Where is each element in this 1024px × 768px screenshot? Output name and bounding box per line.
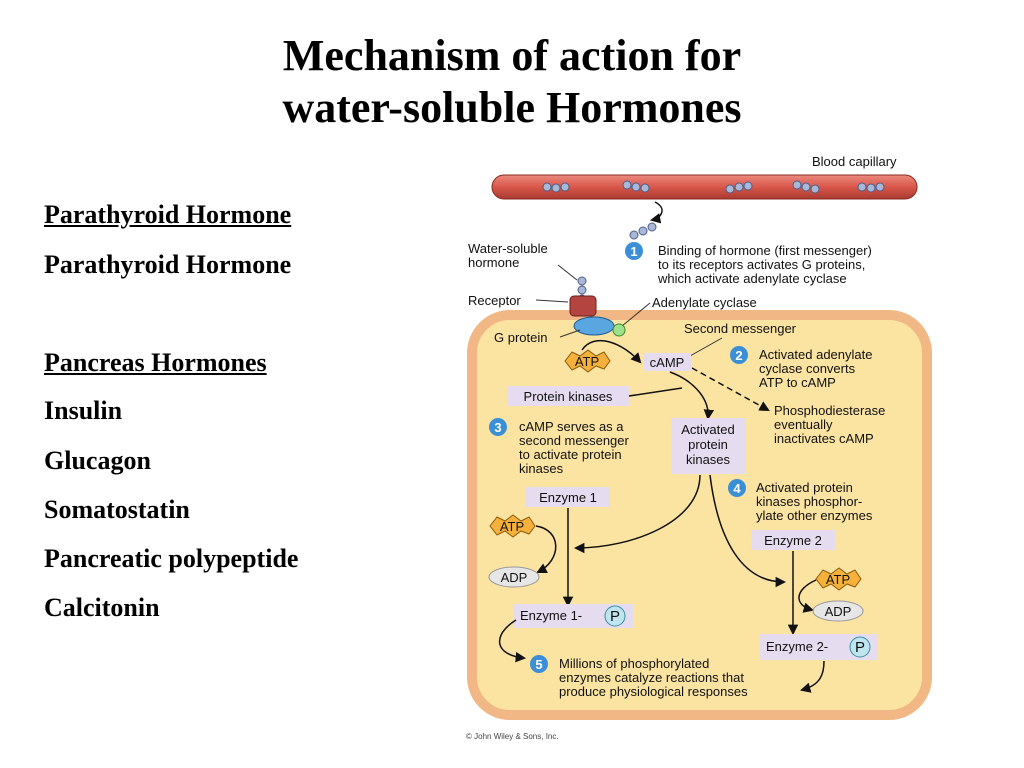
free-hormone-molecule — [629, 222, 657, 240]
parathyroid-heading: Parathyroid Hormone — [44, 200, 292, 229]
copyright-credit: © John Wiley & Sons, Inc. — [466, 732, 559, 741]
protein-kinases-label: Protein kinases — [524, 389, 613, 404]
pk-join-line — [628, 387, 683, 397]
step-5-text-line-3: produce physiological responses — [559, 684, 748, 699]
step-2-text-line-3: ATP to cAMP — [759, 375, 836, 390]
g-protein-pointer — [559, 329, 581, 338]
step-2-text-line-2: cyclase converts — [759, 361, 856, 376]
adp-label-2: ADP — [825, 604, 852, 619]
phosphate-1 — [604, 605, 626, 627]
enzyme-2-label: Enzyme 2 — [764, 533, 822, 548]
adp-label-1: ADP — [501, 570, 528, 585]
phosphodiesterase-line-3: inactivates cAMP — [774, 431, 874, 446]
atp-to-adp-arrow-2 — [798, 579, 817, 613]
activated-pk-line-1: Activated — [681, 422, 734, 437]
receptor-pointer-line — [535, 299, 569, 303]
receptor-label: Receptor — [468, 293, 521, 308]
atp-burst-1: ATP — [564, 349, 611, 373]
camp-label: cAMP — [650, 355, 685, 370]
blood-capillary — [491, 174, 918, 200]
enzyme-2-p-label: Enzyme 2- — [766, 639, 828, 654]
second-messenger-pointer — [689, 337, 723, 357]
title-line-2: water-soluble Hormones — [282, 83, 742, 132]
protein-kinases-box — [507, 386, 629, 406]
step-2-badge — [730, 346, 748, 364]
step-4-number: 4 — [733, 481, 741, 496]
step-3-badge — [489, 418, 507, 436]
list-item-glucagon: Glucagon — [44, 446, 151, 475]
step-5-badge — [530, 655, 548, 673]
atp-label-3: ATP — [826, 572, 850, 587]
atp-to-camp-arrow — [581, 339, 642, 364]
enzyme-1-p-label: Enzyme 1- — [520, 608, 582, 623]
g-protein-label: G protein — [494, 330, 547, 345]
phosphate-2-label: P — [855, 639, 865, 656]
enzyme-2-box — [751, 530, 835, 550]
phosphate-2 — [849, 636, 871, 658]
adp-oval-2 — [812, 600, 864, 622]
step-4-text-line-2: kinases phosphor- — [756, 494, 862, 509]
enzyme-1-box — [526, 487, 610, 507]
hormone-pointer-line — [557, 264, 578, 281]
slide-title: Mechanism of action for water-soluble Ho… — [0, 30, 1024, 134]
step-4-badge — [728, 479, 746, 497]
adp-oval-1 — [488, 566, 540, 588]
atp-label-1: ATP — [575, 354, 599, 369]
phosphodiesterase-line-1: Phosphodiesterase — [774, 403, 885, 418]
phosphate-1-label: P — [610, 608, 620, 625]
pancreas-heading: Pancreas Hormones — [44, 348, 267, 377]
second-messenger-label: Second messenger — [684, 321, 797, 336]
activated-protein-kinases-box — [671, 418, 746, 474]
step-5-number: 5 — [535, 657, 542, 672]
step-1-number: 1 — [630, 244, 637, 259]
list-item-insulin: Insulin — [44, 396, 123, 425]
atp-burst-3: ATP — [815, 567, 862, 591]
step-5-text-line-1: Millions of phosphorylated — [559, 656, 709, 671]
pk-to-enzyme-1-arrow — [573, 474, 701, 554]
step-1-text-line-2: to its receptors activates G proteins, — [658, 257, 865, 272]
step-3-text-line-2: second messenger — [519, 433, 630, 448]
step-2-number: 2 — [735, 348, 742, 363]
adenylate-cyclase-pointer — [621, 302, 651, 327]
hormone-molecules-in-capillary — [542, 180, 885, 194]
step-3-text-line-1: cAMP serves as a — [519, 419, 624, 434]
step-4-text-line-3: ylate other enzymes — [756, 508, 873, 523]
step-2-text-line-1: Activated adenylate — [759, 347, 872, 362]
enzyme-1-to-response-arrow — [498, 619, 527, 663]
adenylate-cyclase-enzyme — [612, 323, 626, 337]
list-item-somatostatin: Somatostatin — [44, 495, 190, 524]
step-3-text-line-3: to activate protein — [519, 447, 622, 462]
step-1-text-line-3: which activate adenylate cyclase — [657, 271, 847, 286]
step-4-text-line-1: Activated protein — [756, 480, 853, 495]
phosphodiesterase-line-2: eventually — [774, 417, 833, 432]
blood-capillary-label: Blood capillary — [812, 154, 897, 169]
camp-box — [643, 353, 691, 371]
water-soluble-label-line-2: hormone — [468, 255, 519, 270]
step-3-number: 3 — [494, 420, 501, 435]
list-item-parathyroid-hormone: Parathyroid Hormone — [44, 250, 292, 279]
step-3-text-line-4: kinases — [519, 461, 564, 476]
enzyme-2-to-response-arrow — [799, 660, 825, 693]
g-protein — [573, 316, 615, 336]
adenylate-cyclase-label: Adenylate cyclase — [652, 295, 757, 310]
hormone-release-arrow — [649, 201, 663, 224]
step-1-badge — [625, 242, 643, 260]
water-soluble-label-line-1: Water-soluble — [468, 241, 548, 256]
hormone-mechanism-diagram: Blood capillary 1 Binding of hormone (fi… — [462, 150, 932, 750]
list-item-pancreatic-polypeptide: Pancreatic polypeptide — [44, 544, 299, 573]
atp-label-2: ATP — [500, 519, 524, 534]
receptor-protein — [569, 295, 597, 317]
enzyme-1-label: Enzyme 1 — [539, 490, 597, 505]
pk-activation-arrow — [669, 371, 715, 421]
atp-to-adp-arrow-1 — [535, 525, 557, 573]
title-line-1: Mechanism of action for — [282, 31, 742, 80]
list-item-calcitonin: Calcitonin — [44, 593, 160, 622]
step-5-text-line-2: enzymes catalyze reactions that — [559, 670, 744, 685]
step-1-text-line-1: Binding of hormone (first messenger) — [658, 243, 872, 258]
atp-burst-2: ATP — [489, 514, 536, 538]
phosphodiesterase-dashed-arrow — [691, 367, 770, 412]
pk-to-enzyme-2-arrow — [709, 474, 787, 588]
activated-pk-line-3: kinases — [686, 452, 731, 467]
activated-pk-line-2: protein — [688, 437, 728, 452]
